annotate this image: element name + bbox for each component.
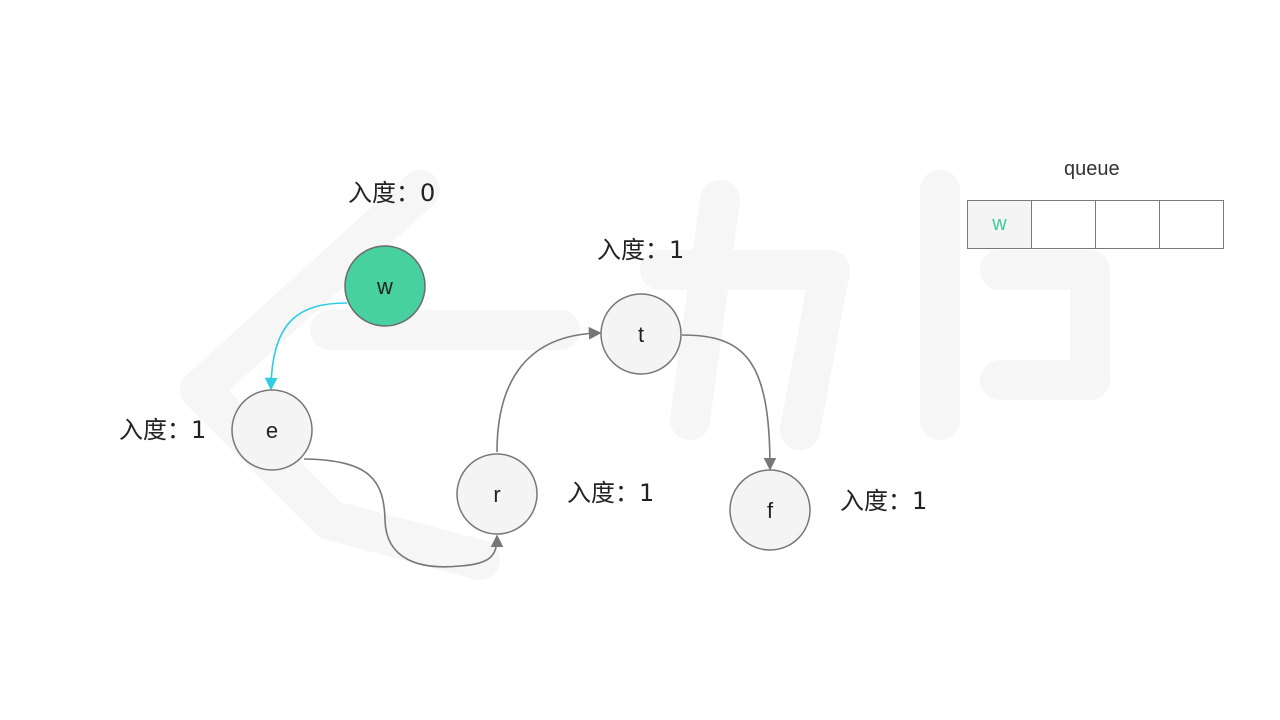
- queue-cell-3: [1095, 200, 1160, 249]
- degree-label-w: 入度：0: [348, 179, 436, 207]
- node-r: r: [456, 453, 538, 535]
- node-label: e: [266, 418, 278, 443]
- edge-w-to-e: [264, 302, 348, 391]
- node-circle: [456, 453, 538, 535]
- degree-label-t: 入度：1: [597, 236, 685, 264]
- node-circle: [729, 469, 811, 551]
- degree-label-f: 入度：1: [840, 487, 928, 515]
- edge-t-to-f: [681, 334, 777, 471]
- edge-e-to-r: [303, 458, 504, 568]
- node-label: r: [493, 482, 500, 507]
- node-e: e: [231, 389, 313, 471]
- node-circle: [344, 245, 426, 327]
- node-circle: [231, 389, 313, 471]
- edge-r-to-t: [496, 326, 602, 453]
- queue-title: queue: [1064, 158, 1120, 180]
- node-t: t: [600, 293, 682, 375]
- queue-cell-1: w: [967, 200, 1032, 249]
- node-circle: [600, 293, 682, 375]
- queue-cell-4: [1159, 200, 1224, 249]
- node-label: w: [376, 274, 393, 299]
- degree-label-e: 入度：1: [119, 416, 207, 444]
- node-label: t: [638, 322, 644, 347]
- node-label: f: [767, 498, 774, 523]
- node-f: f: [729, 469, 811, 551]
- queue-cell-2: [1031, 200, 1096, 249]
- queue-box: w: [967, 200, 1224, 249]
- degree-label-r: 入度：1: [567, 479, 655, 507]
- node-w: w: [344, 245, 426, 327]
